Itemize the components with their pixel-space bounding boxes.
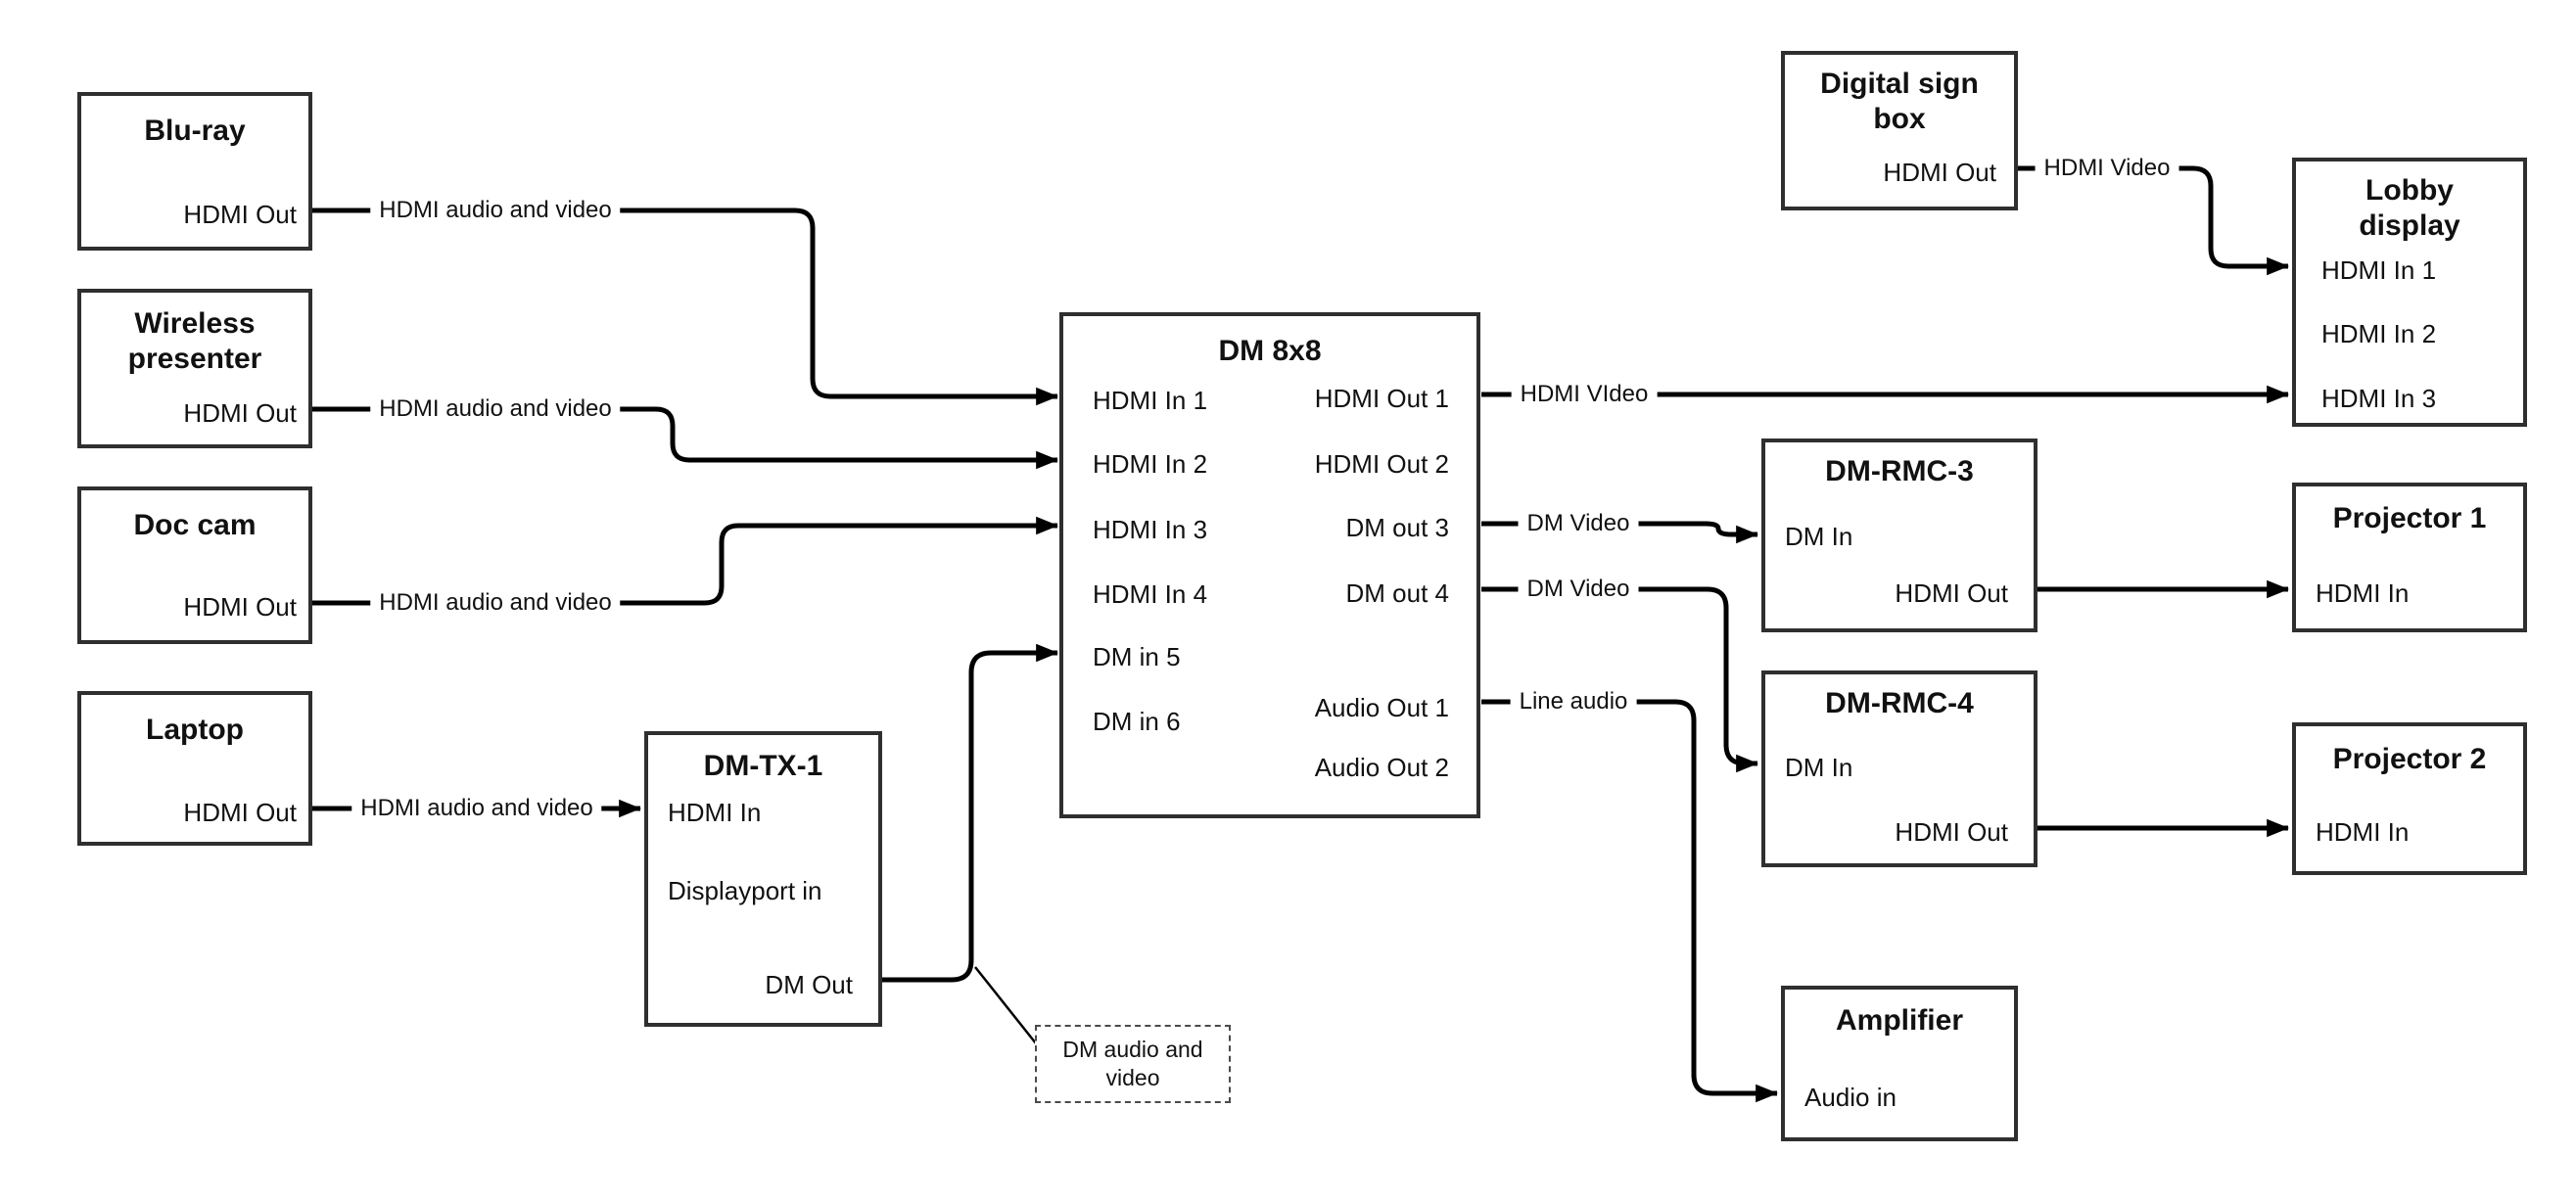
- port-hdmi-out: HDMI Out: [183, 200, 297, 229]
- node-dm-rmc-3: DM-RMC-3 DM In HDMI Out: [1761, 439, 2037, 632]
- port-hdmi-in-4: HDMI In 4: [1093, 579, 1208, 609]
- node-doc-cam: Doc cam HDMI Out: [77, 486, 312, 644]
- node-title: Blu-ray: [144, 115, 246, 147]
- node-title: Wireless presenter: [127, 307, 262, 375]
- port-dm-in: DM In: [1785, 522, 1853, 551]
- node-projector-1: Projector 1 HDMI In: [2292, 483, 2527, 632]
- wire-dm8x8-dmout3-to-rmc3-dmin: [1481, 521, 1759, 544]
- port-hdmi-in: HDMI In: [2316, 817, 2410, 847]
- node-digital-sign-box: Digital sign box HDMI Out: [1781, 51, 2018, 210]
- port-hdmi-out: HDMI Out: [1895, 817, 2008, 847]
- node-laptop: Laptop HDMI Out: [77, 691, 312, 846]
- port-hdmi-in: HDMI In: [2316, 578, 2410, 608]
- wire-label-hdmi-video-out1: HDMI VIdeo: [1511, 381, 1658, 408]
- port-dm-in-6: DM in 6: [1093, 707, 1181, 736]
- node-dm-tx-1: DM-TX-1 HDMI In Displayport in DM Out: [644, 731, 882, 1027]
- wire-dm8x8-dmout4-to-rmc4-dmin: [1481, 586, 1759, 773]
- wire-label-dm-video-out3: DM Video: [1518, 510, 1639, 537]
- node-dm-rmc-4: DM-RMC-4 DM In HDMI Out: [1761, 670, 2037, 867]
- wire-label-dm-video-out4: DM Video: [1518, 576, 1639, 603]
- port-dm-in: DM In: [1785, 753, 1853, 782]
- port-audio-in: Audio in: [1804, 1083, 1897, 1112]
- node-title: DM-RMC-3: [1825, 455, 1974, 487]
- port-hdmi-out-2: HDMI Out 2: [1314, 449, 1449, 479]
- wire-bluray-to-dm8x8-in1: [312, 208, 1059, 406]
- port-hdmi-out: HDMI Out: [183, 798, 297, 827]
- node-dm-8x8: DM 8x8 HDMI In 1 HDMI In 2 HDMI In 3 HDM…: [1059, 312, 1480, 818]
- port-hdmi-out: HDMI Out: [183, 592, 297, 622]
- port-hdmi-in-1: HDMI In 1: [1093, 386, 1208, 415]
- node-title: DM-TX-1: [703, 750, 823, 782]
- port-hdmi-in-3: HDMI In 3: [2321, 384, 2437, 413]
- port-hdmi-out-1: HDMI Out 1: [1314, 384, 1449, 413]
- port-hdmi-in-1: HDMI In 1: [2321, 255, 2437, 285]
- wire-dmtx1-dmout-to-dm8x8-in5: [882, 643, 1059, 983]
- wire-wireless-to-dm8x8-in2: [312, 406, 1059, 470]
- port-hdmi-out: HDMI Out: [183, 398, 297, 428]
- node-title: Amplifier: [1835, 1004, 1964, 1037]
- port-hdmi-in-2: HDMI In 2: [2321, 319, 2437, 348]
- node-title: Laptop: [146, 714, 244, 746]
- node-title: Projector 1: [2332, 502, 2487, 534]
- node-title: Digital sign box: [1820, 68, 1979, 135]
- node-title: DM-RMC-4: [1825, 687, 1974, 719]
- annotation-text: DM audio and video: [1062, 1037, 1203, 1090]
- wire-label-hdmi-audio-video-3: HDMI audio and video: [370, 589, 621, 617]
- wire-dm8x8-audioout1-to-amplifier: [1481, 699, 1779, 1103]
- annotation-dm-audio-video: DM audio and video: [1035, 1025, 1231, 1103]
- port-hdmi-out: HDMI Out: [1883, 158, 1996, 187]
- port-audio-out-1: Audio Out 1: [1314, 693, 1449, 722]
- node-lobby-display: Lobby display HDMI In 1 HDMI In 2 HDMI I…: [2292, 158, 2527, 427]
- wire-label-line-audio: Line audio: [1510, 688, 1637, 716]
- wire-label-hdmi-video-sign: HDMI Video: [2035, 155, 2179, 182]
- port-audio-out-2: Audio Out 2: [1314, 753, 1449, 782]
- port-dm-out-4: DM out 4: [1345, 578, 1450, 608]
- wire-label-hdmi-audio-video-1: HDMI audio and video: [370, 197, 621, 224]
- node-title: Lobby display: [2359, 174, 2460, 242]
- port-displayport-in: Displayport in: [668, 876, 822, 905]
- wire-doccam-to-dm8x8-in3: [312, 516, 1059, 606]
- annotation-leader-line: [974, 966, 1037, 1044]
- node-amplifier: Amplifier Audio in: [1781, 986, 2018, 1141]
- port-dm-in-5: DM in 5: [1093, 642, 1181, 671]
- port-hdmi-in-3: HDMI In 3: [1093, 515, 1208, 544]
- node-blu-ray: Blu-ray HDMI Out: [77, 92, 312, 251]
- node-title: Projector 2: [2332, 743, 2487, 775]
- wire-digitalsign-to-lobby-in1: [2018, 165, 2290, 276]
- port-hdmi-out: HDMI Out: [1895, 578, 2008, 608]
- wire-label-hdmi-audio-video-4: HDMI audio and video: [351, 795, 602, 822]
- node-title: Doc cam: [133, 509, 257, 541]
- wire-label-hdmi-audio-video-2: HDMI audio and video: [370, 395, 621, 423]
- node-wireless-presenter: Wireless presenter HDMI Out: [77, 289, 312, 448]
- port-dm-out-3: DM out 3: [1345, 513, 1450, 542]
- node-projector-2: Projector 2 HDMI In: [2292, 722, 2527, 875]
- port-hdmi-in-2: HDMI In 2: [1093, 449, 1208, 479]
- port-hdmi-in: HDMI In: [668, 798, 762, 827]
- port-dm-out: DM Out: [765, 970, 853, 999]
- node-title: DM 8x8: [1218, 335, 1322, 367]
